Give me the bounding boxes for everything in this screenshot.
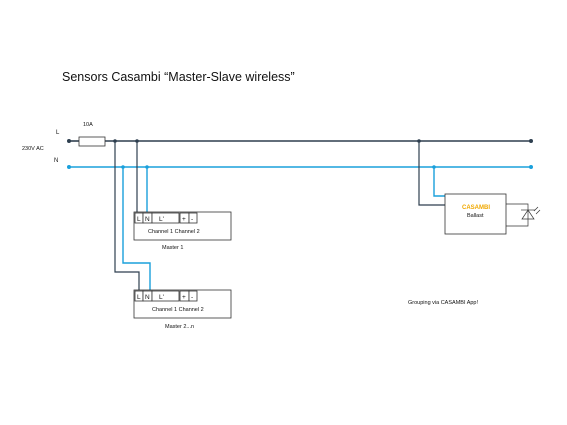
master2-terminal-lp-label: L' [159,294,164,301]
master2-neutral-wire [122,167,151,298]
fuse-icon [78,136,106,147]
ballast-name: Ballast [467,213,484,219]
grouping-note: Grouping via CASAMBI App! [408,300,478,306]
junction-dots [113,139,436,169]
master1-terminal-l-label: L [137,216,141,223]
line-bus [67,139,533,143]
master2-terminal-n-label: N [145,294,150,301]
master2-terminal-minus-label: - [191,294,193,301]
master2-terminal-lp [151,290,180,302]
master1-terminal-lp [151,212,180,224]
master1-terminal-n-label: N [145,216,150,223]
master1-terminal-minus [188,212,198,224]
master2-terminal-plus-label: + [182,294,186,301]
master2-name: Master 2...n [165,324,194,330]
diagram-title: Sensors Casambi “Master-Slave wireless” [62,70,295,84]
master1-terminal-lp-label: L' [159,216,164,223]
master1-terminal-plus-label: + [182,216,186,223]
master2-line-wire [114,141,140,298]
master1-channel-label: Channel 1 Channel 2 [148,229,200,235]
master1-device: L N L' + - Channel 1 Channel 2 [133,211,232,241]
master2-terminal-minus [188,290,198,302]
ballast-neutral-wire [433,167,445,197]
master2-device: L N L' + - Channel 1 Channel 2 [133,289,232,319]
master1-name: Master 1 [162,245,183,251]
fuse-label: 10A [83,122,93,128]
ballast-device: CASAMBI Ballast [444,193,507,235]
master2-terminal-l-label: L [137,294,141,301]
ballast-line-wire [418,141,445,206]
voltage-label: 230V AC [22,146,44,152]
master2-channel-label: Channel 1 Channel 2 [152,307,204,313]
ballast-brand: CASAMBI [462,205,490,211]
master1-terminal-minus-label: - [191,216,193,223]
neutral-label: N [54,158,58,164]
lamp-wire [506,203,529,227]
led-lamp-icon [521,206,541,220]
line-label: L [56,130,60,136]
